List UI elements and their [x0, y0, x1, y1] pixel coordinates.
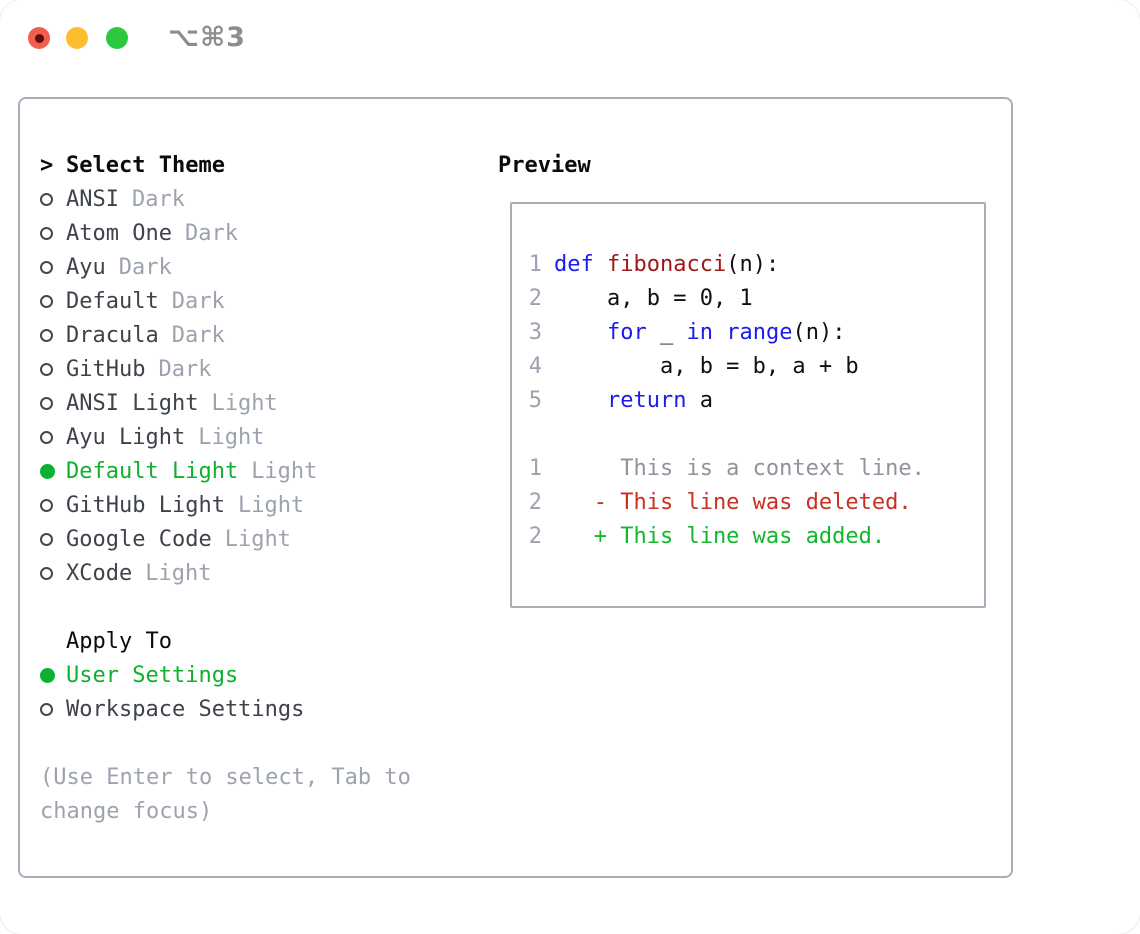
radio-icon — [40, 498, 53, 512]
apply-to-header: Apply To — [40, 624, 411, 658]
preview-line: 2 + This line was added. — [528, 523, 886, 549]
line-number: 2 — [528, 285, 542, 311]
theme-option-atom-one[interactable]: Atom One Dark — [40, 216, 411, 250]
select-theme-title: Select Theme — [66, 152, 225, 178]
theme-name: Google Code — [66, 526, 212, 552]
preview-line: 1 This is a context line. — [528, 455, 925, 481]
radio-icon — [40, 192, 53, 206]
apply-to-list: User Settings Workspace Settings — [40, 658, 411, 726]
theme-name: Atom One — [66, 220, 172, 246]
theme-variant-tag: Light — [145, 560, 212, 586]
theme-name: Dracula — [66, 322, 159, 348]
radio-icon — [40, 260, 53, 274]
line-number: 1 — [528, 251, 542, 277]
theme-option-default-light[interactable]: Default Light Light — [40, 454, 411, 488]
preview-line: 5 return a — [528, 387, 713, 413]
theme-option-ansi-light[interactable]: ANSI Light Light — [40, 386, 411, 420]
radio-icon — [40, 226, 53, 240]
theme-variant-tag: Light — [224, 526, 291, 552]
theme-option-dracula[interactable]: Dracula Dark — [40, 318, 411, 352]
radio-icon — [40, 294, 53, 308]
theme-option-xcode[interactable]: XCode Light — [40, 556, 411, 590]
line-number: 4 — [528, 353, 542, 379]
hint-line-1: (Use Enter to select, Tab to — [40, 764, 411, 790]
theme-option-google-code[interactable]: Google Code Light — [40, 522, 411, 556]
theme-variant-tag: Dark — [158, 356, 212, 382]
titlebar: ⌥⌘3 — [0, 0, 1140, 76]
line-number: 3 — [528, 319, 542, 345]
line-number: 5 — [528, 387, 542, 413]
theme-name: GitHub Light — [66, 492, 225, 518]
theme-name: ANSI — [66, 186, 119, 212]
line-number: 1 — [528, 455, 542, 481]
theme-option-github[interactable]: GitHub Dark — [40, 352, 411, 386]
select-theme-header: > Select Theme — [40, 148, 411, 182]
line-number: 2 — [528, 523, 542, 549]
radio-icon — [40, 702, 53, 716]
minimize-button[interactable] — [66, 27, 88, 49]
line-number: 2 — [528, 489, 542, 515]
apply-option-user-settings[interactable]: User Settings — [40, 658, 411, 692]
theme-variant-tag: Light — [251, 458, 318, 484]
radio-icon — [40, 532, 53, 546]
theme-picker-panel: > Select Theme ANSI Dark Atom One Dark A… — [18, 97, 1013, 878]
theme-option-ayu[interactable]: Ayu Dark — [40, 250, 411, 284]
theme-name: Default — [66, 288, 159, 314]
radio-icon — [40, 362, 53, 376]
close-button[interactable] — [28, 27, 50, 49]
theme-list: ANSI Dark Atom One Dark Ayu Dark Default… — [40, 182, 411, 590]
preview-line: 4 a, b = b, a + b — [528, 353, 859, 379]
theme-name: Default Light — [66, 458, 239, 484]
theme-name: ANSI Light — [66, 390, 199, 416]
radio-icon — [40, 667, 55, 683]
radio-icon — [40, 328, 53, 342]
theme-variant-tag: Light — [198, 424, 265, 450]
theme-variant-tag: Dark — [118, 254, 172, 280]
preview-line: 2 - This line was deleted. — [528, 489, 912, 515]
theme-variant-tag: Light — [237, 492, 305, 518]
radio-icon — [40, 396, 53, 410]
preview-line — [528, 417, 984, 451]
radio-icon — [40, 566, 53, 580]
theme-name: GitHub — [66, 356, 146, 382]
apply-option-name: Workspace Settings — [66, 696, 305, 722]
theme-list-column: > Select Theme ANSI Dark Atom One Dark A… — [40, 148, 411, 828]
theme-variant-tag: Dark — [184, 220, 238, 246]
preview-line: 3 for _ in range(n): — [528, 319, 846, 345]
record-dot-icon — [34, 33, 44, 43]
prompt-icon: > — [40, 152, 54, 178]
apply-to-title: Apply To — [66, 628, 172, 654]
theme-variant-tag: Dark — [171, 288, 225, 314]
theme-option-default[interactable]: Default Dark — [40, 284, 411, 318]
theme-variant-tag: Light — [211, 390, 278, 416]
theme-option-ansi[interactable]: ANSI Dark — [40, 182, 411, 216]
theme-option-github-light[interactable]: GitHub Light Light — [40, 488, 411, 522]
theme-name: Ayu Light — [66, 424, 186, 450]
theme-variant-tag: Dark — [171, 322, 225, 348]
preview-title: Preview — [498, 152, 591, 178]
hint-line-2: change focus) — [40, 798, 213, 824]
theme-variant-tag: Dark — [131, 186, 185, 212]
spacer — [40, 726, 411, 760]
theme-name: XCode — [66, 560, 133, 586]
spacer — [40, 590, 411, 624]
theme-option-ayu-light[interactable]: Ayu Light Light — [40, 420, 411, 454]
apply-option-workspace-settings[interactable]: Workspace Settings — [40, 692, 411, 726]
window-shortcut-label: ⌥⌘3 — [168, 22, 246, 53]
preview-line: 2 a, b = 0, 1 — [528, 285, 753, 311]
zoom-button[interactable] — [106, 27, 128, 49]
apply-option-name: User Settings — [66, 662, 239, 688]
radio-icon — [40, 463, 55, 479]
theme-name: Ayu — [66, 254, 106, 280]
radio-icon — [40, 430, 53, 444]
